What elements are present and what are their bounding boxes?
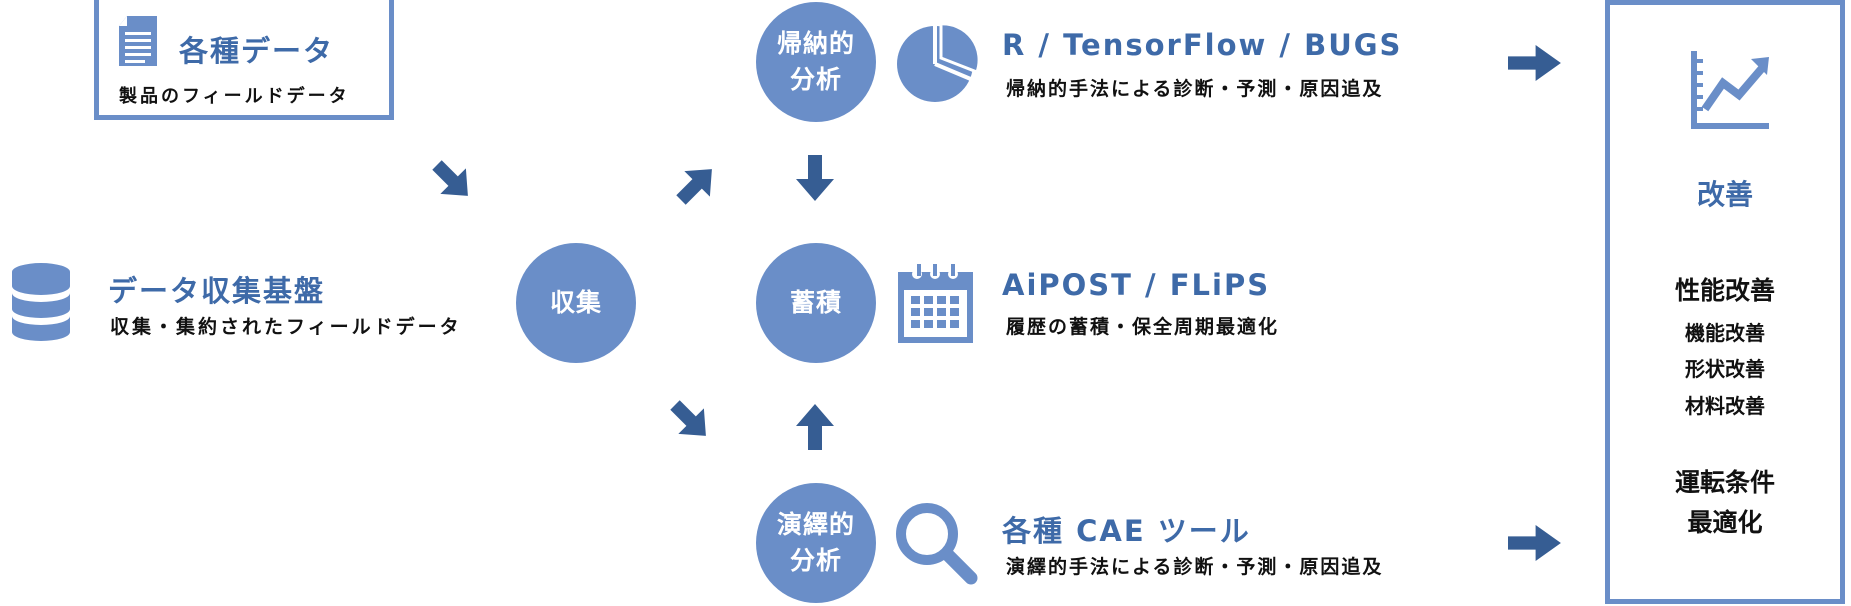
- arrow-deductive-to-result: [1508, 524, 1561, 562]
- pie-chart-icon: [897, 22, 979, 102]
- accumulate-tool-title: AiPOST / FLiPS: [1002, 268, 1271, 302]
- calendar-icon: [898, 264, 973, 343]
- arrow-datasource-to-collect: [424, 152, 481, 209]
- node-accumulate: 蓄積: [756, 243, 876, 363]
- arrow-collect-to-deductive: [662, 392, 719, 449]
- result-item: 形状改善: [1685, 357, 1765, 381]
- data-source-title: 各種データ: [179, 34, 335, 68]
- inductive-tool-subtitle: 帰納的手法による診断・予測・原因追及: [1006, 78, 1384, 100]
- node-deductive-analysis: 演繹的 分析: [756, 483, 876, 603]
- document-icon: [119, 16, 157, 66]
- arrow-deductive-to-accumulate: [796, 404, 834, 450]
- result-heading: 改善: [1696, 178, 1753, 211]
- magnifier-icon: [896, 503, 978, 585]
- deductive-tool-subtitle: 演繹的手法による診断・予測・原因追及: [1006, 556, 1384, 578]
- database-icon: [12, 263, 70, 341]
- arrow-collect-to-inductive: [668, 156, 725, 213]
- arrow-inductive-to-result: [1508, 44, 1561, 82]
- result-group1-title: 性能改善: [1674, 276, 1775, 305]
- growth-chart-icon: [1691, 51, 1769, 129]
- inductive-tool-title: R / TensorFlow / BUGS: [1002, 28, 1403, 62]
- node-collect: 収集: [516, 243, 636, 363]
- result-group2-title: 運転条件 最適化: [1674, 468, 1775, 537]
- data-source-box: 各種データ 製品のフィールドデータ: [94, 0, 394, 120]
- platform-title: データ収集基盤: [108, 274, 326, 308]
- node-inductive-analysis: 帰納的 分析: [756, 2, 876, 122]
- result-panel: 改善 性能改善 機能改善 形状改善 材料改善 運転条件 最適化: [1605, 0, 1845, 604]
- data-source-subtitle: 製品のフィールドデータ: [119, 86, 350, 107]
- deductive-tool-title: 各種 CAE ツール: [1002, 514, 1251, 548]
- result-item: 材料改善: [1685, 394, 1765, 418]
- accumulate-tool-subtitle: 履歴の蓄積・保全周期最適化: [1006, 316, 1280, 338]
- arrow-inductive-to-accumulate: [796, 155, 834, 201]
- platform-subtitle: 収集・集約されたフィールドデータ: [110, 316, 462, 338]
- result-item: 機能改善: [1685, 321, 1765, 345]
